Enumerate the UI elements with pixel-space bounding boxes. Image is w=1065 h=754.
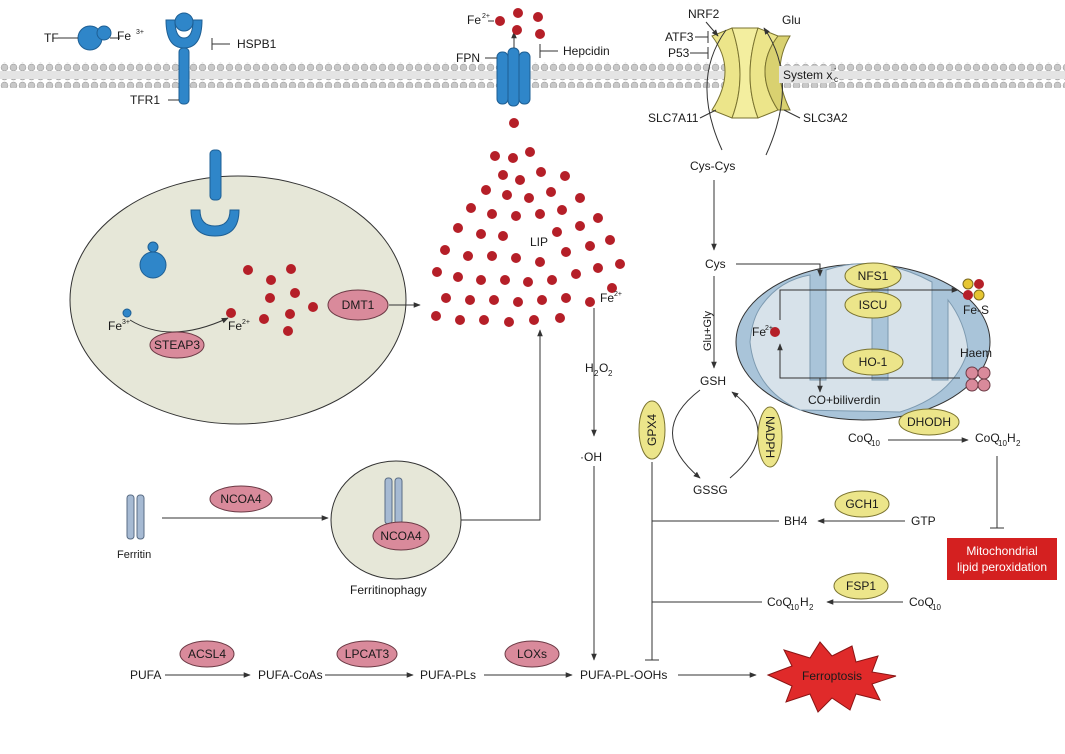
svg-text:O: O xyxy=(599,361,608,375)
loxs-label: LOXs xyxy=(517,647,547,661)
iscu-label: ISCU xyxy=(859,298,888,312)
coq10-label: CoQ xyxy=(848,431,873,445)
acsl4-label: ACSL4 xyxy=(188,647,226,661)
ferroportin: FPN Hepcidin Fe 2+ xyxy=(456,8,610,128)
fsp1-label: FSP1 xyxy=(846,579,876,593)
cys-label: Cys xyxy=(705,257,726,271)
fpn-label: FPN xyxy=(456,51,480,65)
svg-text:H: H xyxy=(1007,431,1016,445)
fe2-top-sup: 2+ xyxy=(482,13,490,20)
fe-s-cluster-icon xyxy=(962,278,985,301)
svg-text:Fe: Fe xyxy=(117,29,131,43)
ho1-label: HO-1 xyxy=(859,355,888,369)
fe3-top-label: Fe xyxy=(117,29,131,43)
system-xc-label: System x xyxy=(783,68,832,82)
fe-s-label: Fe-S xyxy=(963,303,989,317)
glu-label: Glu xyxy=(782,13,801,27)
transferrin-receptor: TF Fe 3+ TFR1 HSPB1 xyxy=(44,12,277,107)
atf3-label: ATF3 xyxy=(665,30,694,44)
fe3-top-sup: 3+ xyxy=(136,29,144,36)
ferritinophagy: Ferritin NCOA4 NCOA4 Ferritinophagy xyxy=(117,329,543,597)
svg-text:10: 10 xyxy=(932,603,941,612)
gpx4-label: GPX4 xyxy=(645,414,659,446)
endosome: Fe 3+ Fe 2+ STEAP3 DMT1 xyxy=(69,149,421,425)
pufa-pathway: PUFA ACSL4 PUFA-CoAs LPCAT3 PUFA-PLs LOX… xyxy=(130,640,897,713)
lip-iron-cluster xyxy=(431,147,625,327)
svg-text:10: 10 xyxy=(790,603,799,612)
pufa-coas-label: PUFA-CoAs xyxy=(258,668,323,682)
coq10h2-b-label: CoQ xyxy=(767,595,792,609)
cys-cys-label: Cys-Cys xyxy=(690,159,735,173)
lip-label: LIP xyxy=(530,235,548,249)
fe2-endo-sup: 2+ xyxy=(242,319,250,326)
co-biliverdin-label: CO+biliverdin xyxy=(808,393,880,407)
gssg-label: GSSG xyxy=(693,483,728,497)
system-xc-sub: c xyxy=(834,75,838,84)
ferritinophagy-label: Ferritinophagy xyxy=(350,583,427,597)
haem-label: Haem xyxy=(960,346,992,360)
hepcidin-label: Hepcidin xyxy=(563,44,610,58)
ncoa4-vesicle-label: NCOA4 xyxy=(380,529,422,543)
pufa-pl-oohs-label: PUFA-PL-OOHs xyxy=(580,668,667,682)
svg-text:2: 2 xyxy=(594,369,599,378)
mitochondrion: NFS1 ISCU HO-1 Fe 2+ Fe-S Haem CO+bilive… xyxy=(735,262,992,436)
fe2-lip-label: Fe xyxy=(600,291,614,305)
oh-label: ·OH xyxy=(580,450,602,464)
mito-lipid-peroxidation-box xyxy=(947,538,1057,580)
svg-text:2: 2 xyxy=(1016,439,1021,448)
svg-text:H: H xyxy=(800,595,809,609)
gch1-axis: GCH1 GTP BH4 xyxy=(652,490,936,528)
mito-lipid-label-2: lipid peroxidation xyxy=(957,560,1047,574)
gtp-label: GTP xyxy=(911,514,936,528)
dhodh-axis: CoQ 10 CoQ 10 H 2 Mitochondrial lipid pe… xyxy=(848,431,1057,580)
mito-lipid-label-1: Mitochondrial xyxy=(966,544,1037,558)
steap3-label: STEAP3 xyxy=(154,338,200,352)
coq10-b-label: CoQ xyxy=(909,595,934,609)
h2o2-label: H xyxy=(585,361,594,375)
fe3-endo-sup: 3+ xyxy=(122,319,130,326)
pufa-label: PUFA xyxy=(130,668,161,682)
fe2-endo-label: Fe xyxy=(228,319,242,333)
fsp1-axis: FSP1 CoQ 10 CoQ 10 H 2 xyxy=(652,572,941,612)
slc3a2-label: SLC3A2 xyxy=(803,111,848,125)
glu-gly-label: Glu+Gly xyxy=(702,310,714,351)
system-xc-sup: - xyxy=(834,66,837,73)
ncoa4-label: NCOA4 xyxy=(220,492,262,506)
svg-text:10: 10 xyxy=(998,439,1007,448)
gch1-label: GCH1 xyxy=(845,497,879,511)
fe3-endo-label: Fe xyxy=(108,319,122,333)
svg-text:2: 2 xyxy=(809,603,814,612)
nrf2-label: NRF2 xyxy=(688,7,720,21)
hspb1-label: HSPB1 xyxy=(237,37,277,51)
lpcat3-label: LPCAT3 xyxy=(345,647,390,661)
labile-iron-pool: LIP Fe 2+ H 2 O 2 ·OH xyxy=(431,147,625,661)
fe2-top-label: Fe xyxy=(467,13,481,27)
nadph-label: NADPH xyxy=(763,416,777,458)
nfs1-label: NFS1 xyxy=(858,269,889,283)
bh4-label: BH4 xyxy=(784,514,808,528)
gsh-cycle: Glu+Gly GSH GSSG GPX4 NADPH xyxy=(638,276,783,661)
fe2-mito-label: Fe xyxy=(752,325,766,339)
pufa-pls-label: PUFA-PLs xyxy=(420,668,476,682)
system-xc-transporter: NRF2 Glu ATF3 P53 System x c - SLC7A11 S… xyxy=(648,7,848,271)
coq10h2-label: CoQ xyxy=(975,431,1000,445)
svg-text:2: 2 xyxy=(608,369,613,378)
haem-icon xyxy=(965,366,991,392)
gsh-label: GSH xyxy=(700,374,726,388)
ferritin-label: Ferritin xyxy=(117,549,151,561)
dmt1-label: DMT1 xyxy=(342,298,375,312)
ferroptosis-label: Ferroptosis xyxy=(802,669,862,683)
ferroptosis-burst-icon xyxy=(766,641,897,713)
fe2-lip-sup: 2+ xyxy=(614,291,622,298)
tf-label: TF xyxy=(44,31,59,45)
dhodh-label: DHODH xyxy=(907,415,951,429)
p53-label: P53 xyxy=(668,46,690,60)
tfr1-label: TFR1 xyxy=(130,93,160,107)
fe2-mito-sup: 2+ xyxy=(765,325,773,332)
slc7a11-label: SLC7A11 xyxy=(648,111,699,125)
cell-membrane xyxy=(0,62,1065,88)
coq10-sub: 10 xyxy=(871,439,880,448)
